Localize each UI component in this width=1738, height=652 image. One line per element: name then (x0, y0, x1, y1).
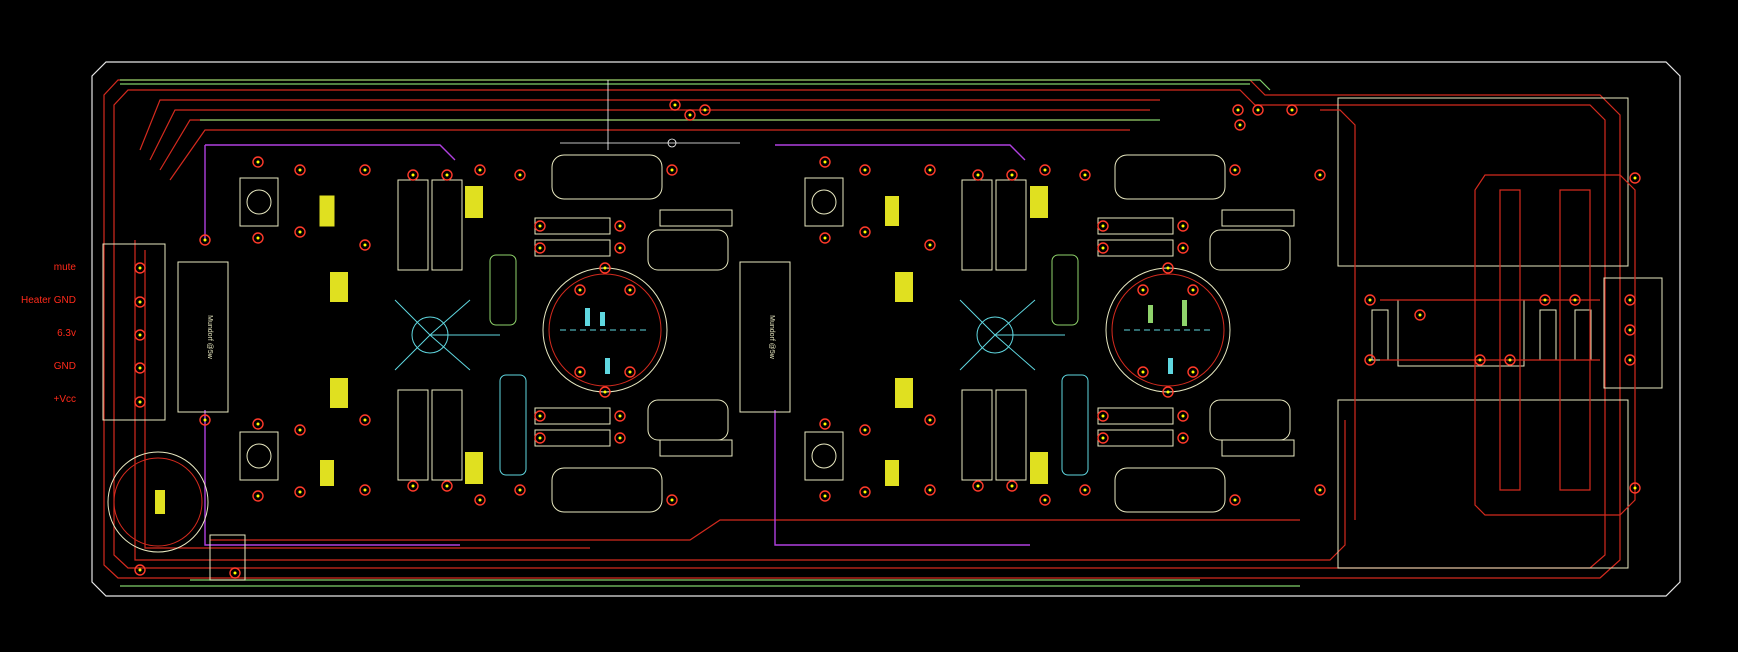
mundorf-label: Mundorf @5w (206, 315, 213, 360)
channel-right: Mundorf @5w (739, 154, 1295, 513)
trace-violet (204, 144, 1030, 546)
label-heater-gnd: Heater GND (20, 295, 76, 306)
label-gnd: GND (53, 361, 76, 372)
label-vcc: +Vcc (53, 394, 76, 405)
input-connector (102, 243, 166, 421)
trace-ground (120, 79, 1300, 587)
mundorf-capacitor-right (739, 261, 791, 413)
mundorf-label-right: Mundorf @5w (768, 315, 775, 360)
power-supply-section (1337, 97, 1663, 569)
mundorf-capacitor (177, 261, 229, 413)
label-6v3: 6.3v (57, 328, 76, 339)
reservoir-capacitor (107, 451, 246, 581)
pads (134, 99, 1641, 579)
channel-left: Mundorf @5w (177, 154, 733, 513)
power-traces (1320, 109, 1636, 520)
label-mute: mute (53, 262, 76, 273)
trace-bus-outer (103, 79, 1621, 579)
cursor-crosshair (560, 80, 740, 150)
board-outline (91, 61, 1681, 597)
